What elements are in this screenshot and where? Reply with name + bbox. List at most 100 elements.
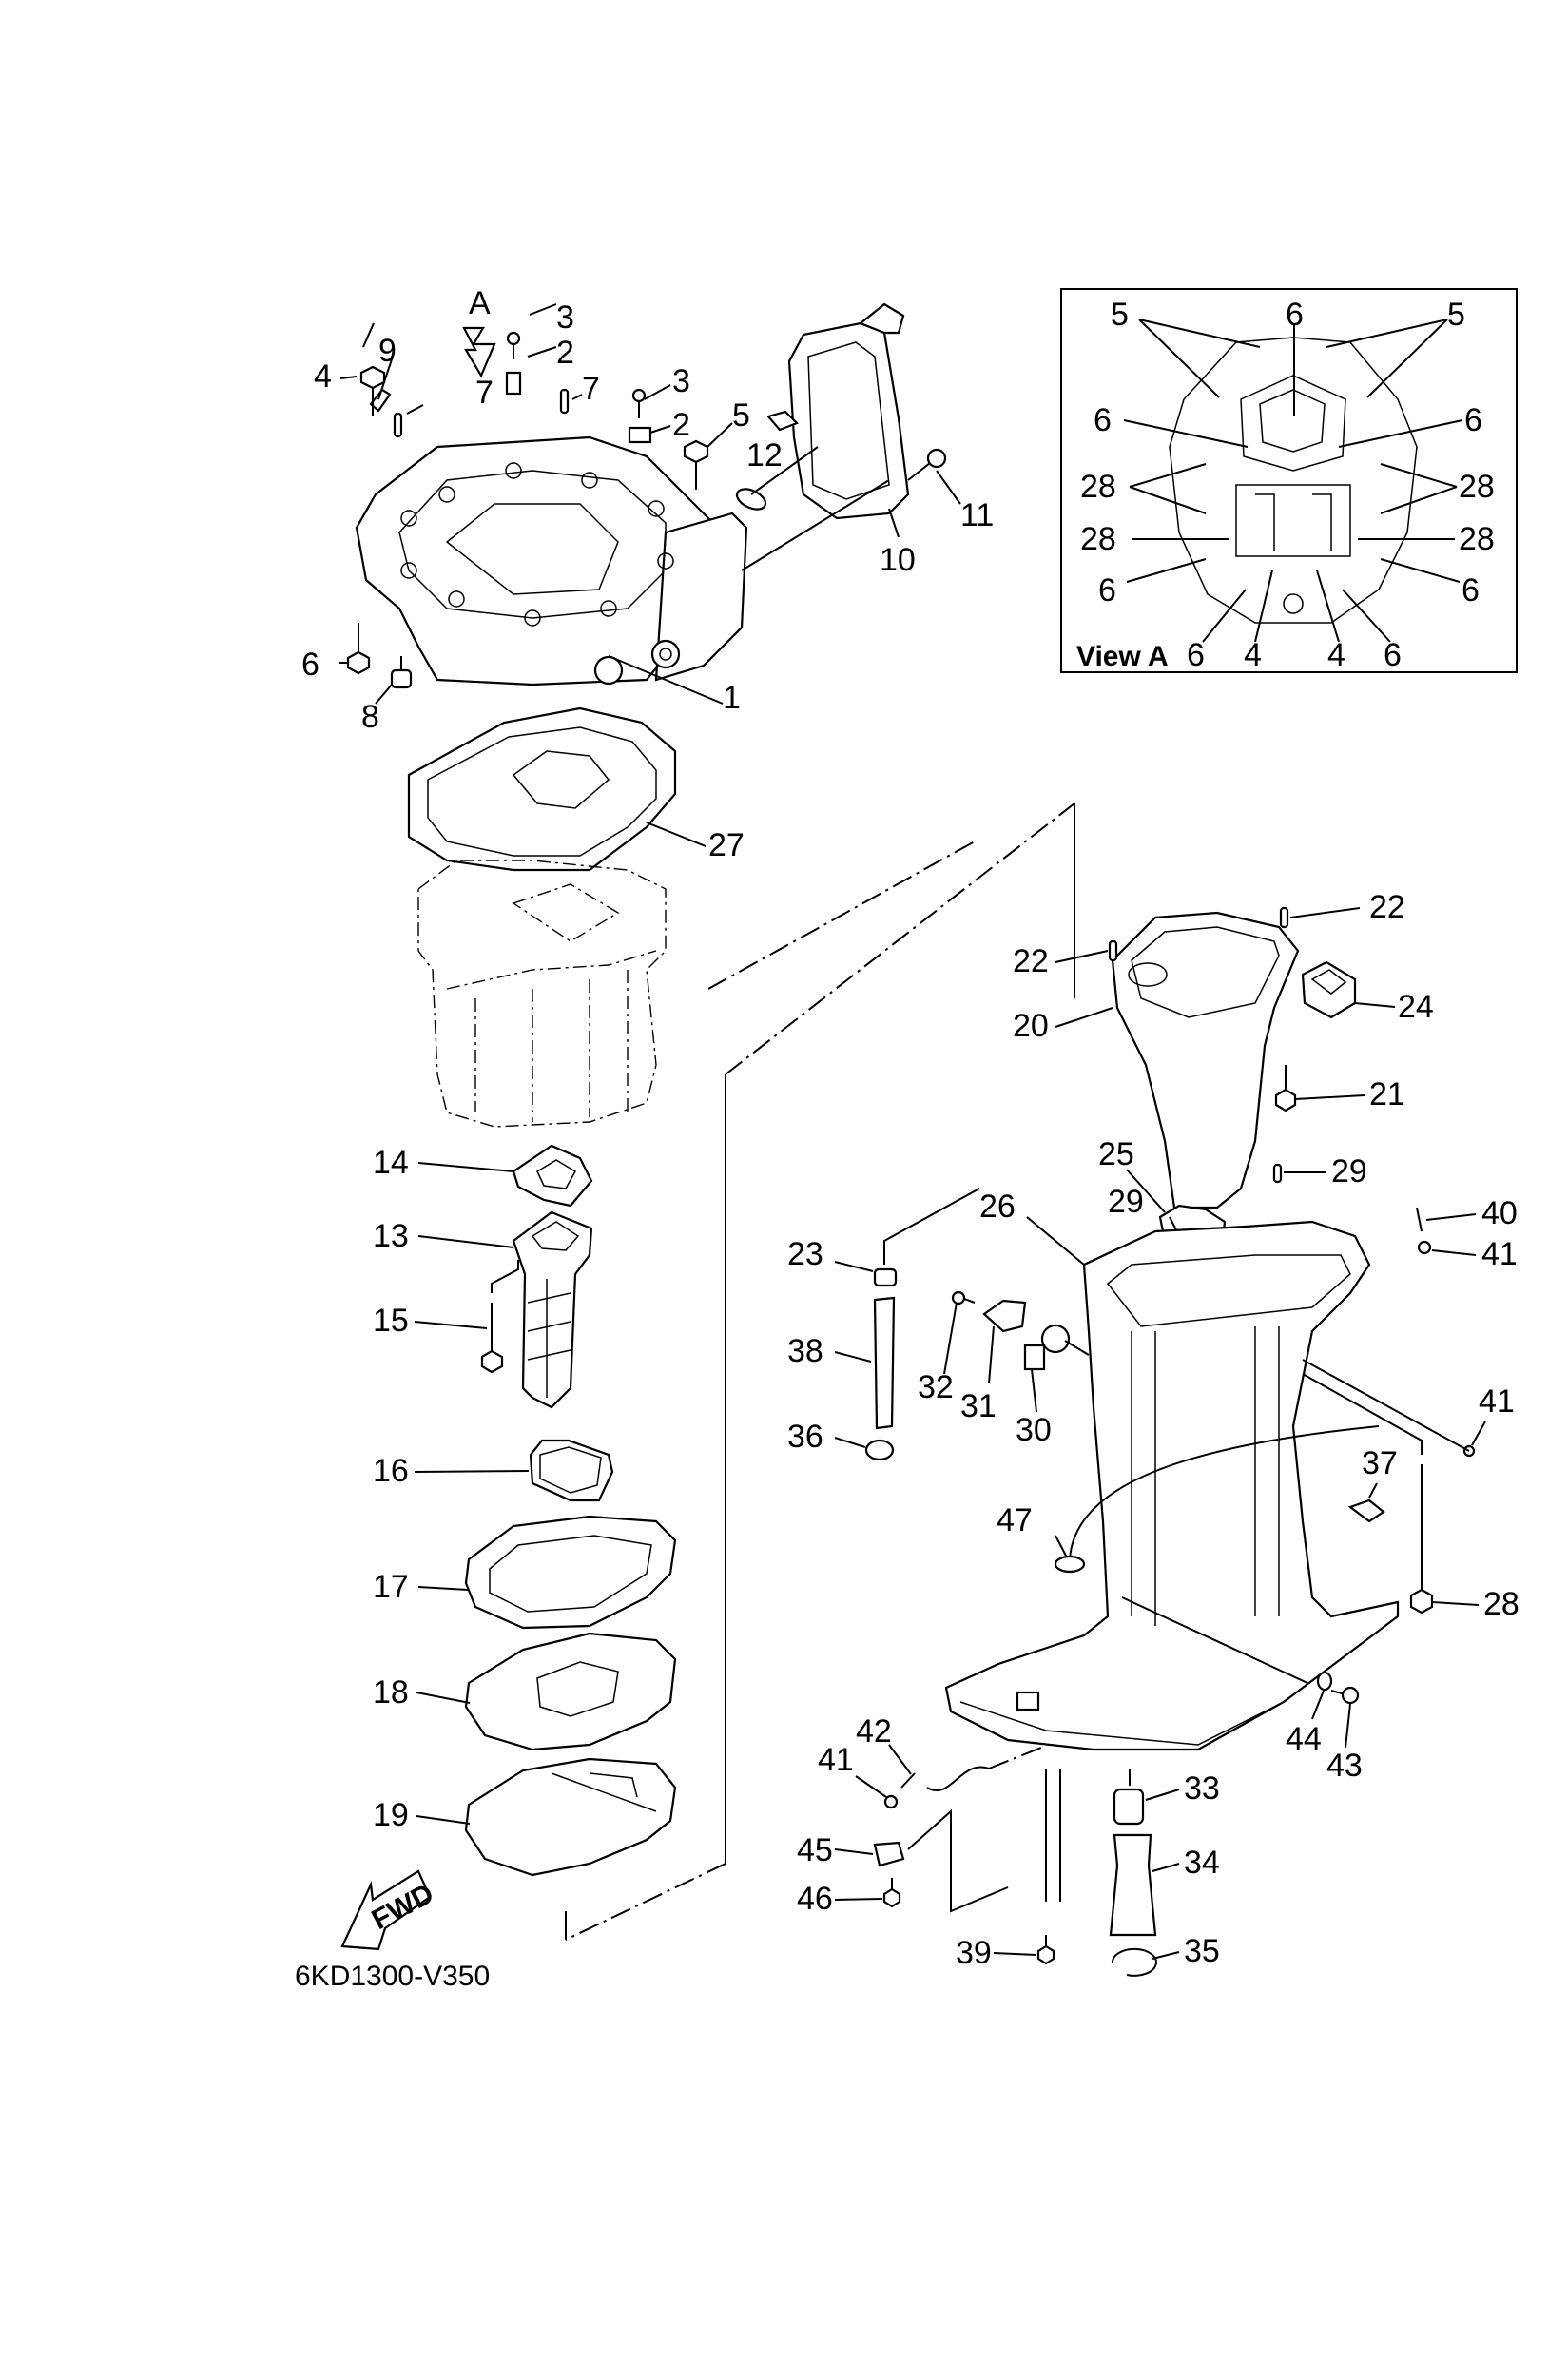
part-21-bolt [1274, 1065, 1297, 1112]
fwd-arrow: FWD [340, 1869, 439, 1951]
view-a-callout-6-bottom-right: 6 [1384, 637, 1402, 673]
part-5-bolt [683, 439, 709, 490]
upper-casing-assembly: A [301, 285, 994, 735]
callout-6: 6 [301, 647, 319, 683]
callout-38: 38 [787, 1333, 823, 1369]
part-8-grommet [390, 656, 413, 689]
callout-25: 25 [1098, 1136, 1134, 1172]
callout-5: 5 [732, 397, 750, 434]
part-12-seal [735, 488, 767, 511]
callout-21: 21 [1369, 1076, 1405, 1112]
view-a-leaders [1123, 319, 1463, 643]
part-14-gasket [512, 1144, 593, 1208]
part-38-water-tube [873, 1296, 896, 1430]
callout-45: 45 [797, 1832, 833, 1868]
view-a-callout-4-right: 4 [1327, 637, 1345, 673]
part-39-bolt [1036, 1935, 1055, 1965]
view-a-callout-5-right: 5 [1447, 297, 1465, 333]
part-2-clip-a [505, 371, 522, 396]
callout-44: 44 [1286, 1721, 1322, 1757]
part-34-tube [1109, 1833, 1157, 1937]
part-9-plate [369, 388, 392, 413]
part-20-exhaust-manifold [1111, 911, 1300, 1209]
part-40-screw [1416, 1207, 1423, 1232]
part-36-seal [864, 1439, 895, 1461]
view-a-callout-6-upper-right: 6 [1464, 402, 1482, 438]
part-43-bolt [1330, 1686, 1360, 1705]
callout-11: 11 [960, 497, 994, 533]
callout-41c: 41 [818, 1742, 854, 1778]
view-a-callout-6-lower-left: 6 [1098, 572, 1116, 609]
callout-41b: 41 [1479, 1383, 1515, 1420]
part-22-dowel-a [1108, 939, 1118, 962]
callout-36: 36 [787, 1419, 823, 1455]
callout-1: 1 [723, 680, 741, 716]
part-41-washer-a [1417, 1240, 1432, 1255]
part-35-clip [1111, 1947, 1157, 1977]
part-45-clamp [873, 1841, 905, 1867]
view-a-callout-28-upper-left: 28 [1080, 469, 1116, 505]
part-23-seal [873, 1267, 898, 1287]
callout-42: 42 [856, 1713, 892, 1750]
part-16-seal [529, 1439, 614, 1502]
callout-23: 23 [787, 1236, 823, 1272]
callout-15: 15 [373, 1303, 409, 1339]
part-30-damper [1023, 1324, 1090, 1371]
ghost-engine-block [417, 860, 667, 1128]
view-a-callout-6-top: 6 [1286, 297, 1304, 333]
callout-27: 27 [708, 827, 745, 863]
callout-35: 35 [1184, 1933, 1220, 1969]
callout-30: 30 [1016, 1412, 1052, 1448]
callout-10: 10 [880, 542, 916, 578]
callout-13: 13 [373, 1218, 409, 1254]
callout-24: 24 [1398, 989, 1434, 1025]
callout-3b: 3 [672, 363, 690, 399]
part-7-dowel-a [393, 412, 403, 438]
part-2-clip-b [628, 426, 652, 444]
diagram-code: 6KD1300-V350 [295, 1961, 490, 1992]
callout-3a: 3 [556, 300, 574, 336]
view-a-callout-5-left: 5 [1111, 297, 1129, 333]
view-arrow-label: A [469, 285, 491, 321]
callout-7b: 7 [582, 371, 600, 407]
view-a-callout-28-lower-right: 28 [1459, 521, 1495, 557]
part-27-gasket [407, 706, 677, 872]
view-a-callout-6-upper-left: 6 [1094, 402, 1112, 438]
part-3-screw-a [506, 331, 521, 359]
callout-47: 47 [997, 1502, 1033, 1538]
part-26-lower-casing [944, 1220, 1400, 1751]
view-a-callout-6-bottom-left: 6 [1187, 637, 1205, 673]
view-a-frame [1060, 288, 1518, 673]
part-41-bolt-c [883, 1794, 899, 1809]
part-37-plug [1347, 1499, 1385, 1523]
callout-22b: 22 [1369, 889, 1405, 925]
view-a-callout-6-lower-right: 6 [1462, 572, 1480, 609]
part-22-dowel-b [1279, 906, 1289, 929]
view-a-inset: 5 6 5 6 6 28 28 28 28 6 6 6 4 4 6 View A [1060, 288, 1518, 673]
callout-32: 32 [918, 1369, 954, 1405]
callout-17: 17 [373, 1569, 409, 1605]
callout-41a: 41 [1481, 1236, 1518, 1272]
part-3-screw-b [631, 388, 647, 418]
callout-37: 37 [1362, 1445, 1398, 1481]
callout-9: 9 [378, 333, 397, 369]
view-a-callout-28-upper-right: 28 [1459, 469, 1495, 505]
callout-29b: 29 [1108, 1184, 1144, 1220]
lower-casing-assembly: 20 22 22 24 21 25 29 29 [787, 889, 1520, 1977]
part-31-plate [982, 1299, 1027, 1333]
callout-29a: 29 [1331, 1153, 1367, 1189]
callout-4: 4 [314, 358, 332, 395]
callout-39: 39 [956, 1935, 992, 1971]
part-46-bolt [882, 1878, 901, 1908]
callout-28: 28 [1483, 1586, 1520, 1622]
view-a-arrow-icon [462, 326, 496, 378]
callout-2a: 2 [556, 335, 574, 371]
left-column-parts: 14 13 15 16 17 18 19 FWD [295, 1144, 677, 1992]
leader-lines-upper [339, 303, 961, 705]
part-15-bolt [480, 1303, 504, 1374]
callout-12: 12 [746, 437, 783, 474]
callout-22a: 22 [1013, 943, 1049, 979]
part-6-bolt [346, 623, 371, 675]
part-13-exhaust-guide [512, 1210, 593, 1409]
